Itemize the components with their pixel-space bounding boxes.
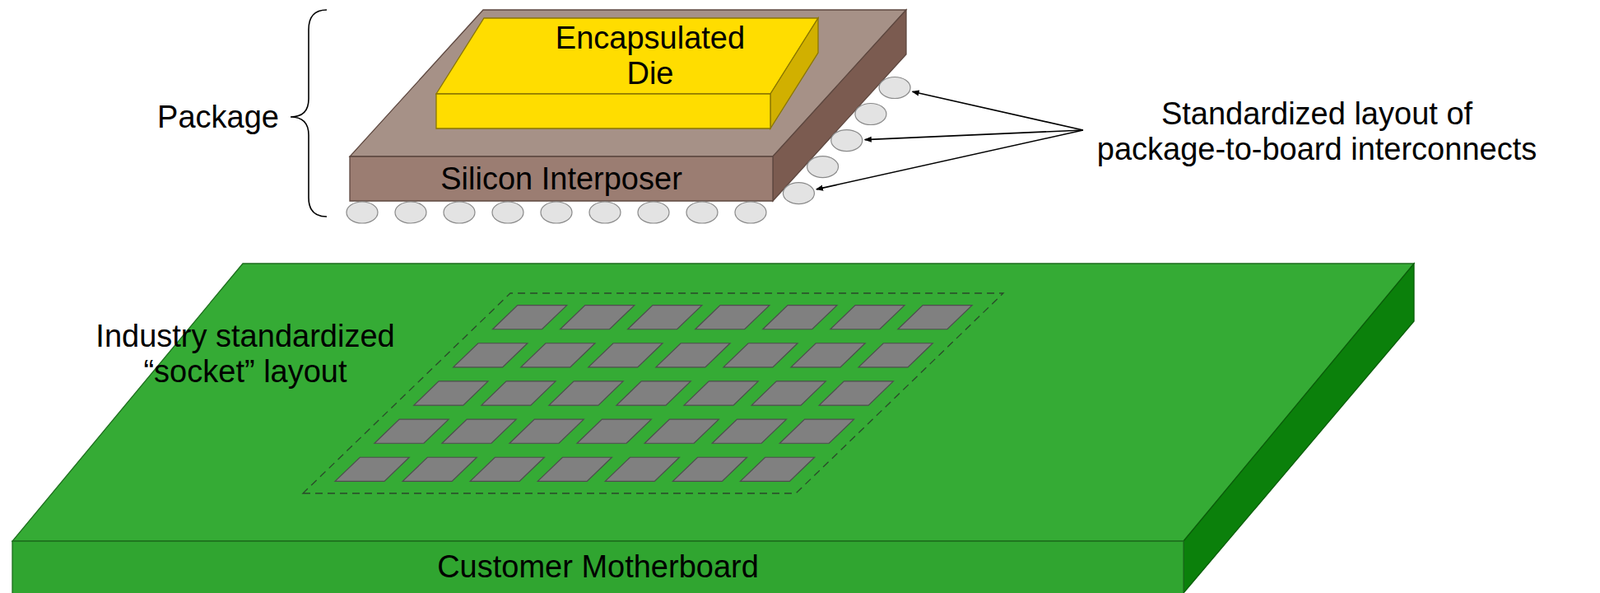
board-pad — [739, 456, 814, 481]
solder-ball — [879, 76, 911, 98]
leader-arrow — [865, 130, 1084, 140]
solder-ball — [443, 201, 475, 224]
solder-balls — [346, 76, 911, 224]
solder-ball — [346, 201, 378, 224]
solder-ball — [589, 201, 621, 224]
board-pad — [548, 381, 624, 405]
label-text: Package — [156, 99, 280, 135]
board-pad — [537, 456, 612, 481]
board-pad — [616, 381, 691, 405]
die-side-face — [770, 18, 819, 129]
board-pad — [762, 305, 838, 330]
interposer-box: Silicon Interposer — [349, 156, 773, 201]
board-pad — [751, 381, 826, 405]
board-pad — [723, 343, 798, 368]
board-pad — [830, 305, 905, 330]
board-pad — [695, 305, 770, 330]
board-pad — [655, 343, 731, 368]
interconnect-note: Standardized layout of package-to-board … — [1096, 96, 1538, 167]
board-pad — [441, 418, 517, 443]
solder-ball — [782, 182, 814, 205]
board-top-face — [12, 263, 1414, 541]
board-pad — [818, 381, 894, 405]
board-pad — [627, 305, 703, 330]
solder-ball — [637, 201, 670, 224]
solder-ball — [734, 201, 767, 224]
board-pad — [576, 418, 652, 443]
leader-arrow — [912, 91, 1084, 131]
board-pad — [402, 456, 477, 481]
board-pad — [493, 305, 568, 330]
solder-ball — [540, 201, 573, 224]
board-pad — [588, 343, 663, 368]
interposer-front-face — [349, 156, 773, 201]
solder-ball — [831, 130, 863, 152]
solder-ball — [686, 201, 718, 224]
board-pad — [560, 305, 635, 330]
board-pad — [790, 343, 866, 368]
leader-arrow — [816, 130, 1084, 190]
board-pad — [672, 456, 747, 481]
node-text: Encapsulated Die — [555, 20, 746, 91]
package-label: Package — [156, 99, 280, 135]
board-pad — [374, 418, 449, 443]
die-front-face — [436, 93, 771, 129]
board-pad — [509, 418, 584, 443]
board-pad — [469, 456, 545, 481]
board-pad — [334, 456, 410, 481]
node-text: Customer Motherboard — [436, 548, 760, 585]
die-top-face — [436, 18, 819, 94]
solder-ball — [395, 201, 427, 224]
die-box: Encapsulated Die — [526, 19, 774, 93]
board-pad — [644, 418, 719, 443]
leader-arrows — [816, 91, 1084, 190]
package-bracket — [290, 9, 327, 217]
solder-ball — [855, 103, 887, 126]
board-pad — [413, 381, 489, 405]
board-pad — [683, 381, 759, 405]
solder-ball — [492, 201, 524, 224]
board-front-face — [12, 540, 1184, 593]
socket-note: Industry standardized “socket” layout — [95, 318, 396, 389]
socket-outline — [302, 293, 1004, 494]
board-pad — [779, 418, 854, 443]
board-pad — [520, 343, 596, 368]
node-text: Silicon Interposer — [439, 161, 684, 197]
label-text: Standardized layout of package-to-board … — [1096, 96, 1538, 167]
solder-ball — [807, 156, 839, 178]
board-pad — [897, 305, 973, 330]
board-pad — [604, 456, 680, 481]
motherboard-box: Customer Motherboard — [12, 540, 1184, 593]
board-pad — [481, 381, 556, 405]
board-pad — [858, 343, 933, 368]
board-side-face — [1183, 263, 1414, 593]
board-pad — [453, 343, 528, 368]
pad-grid — [334, 305, 973, 482]
label-text: Industry standardized “socket” layout — [95, 318, 396, 389]
board-pad — [711, 418, 787, 443]
